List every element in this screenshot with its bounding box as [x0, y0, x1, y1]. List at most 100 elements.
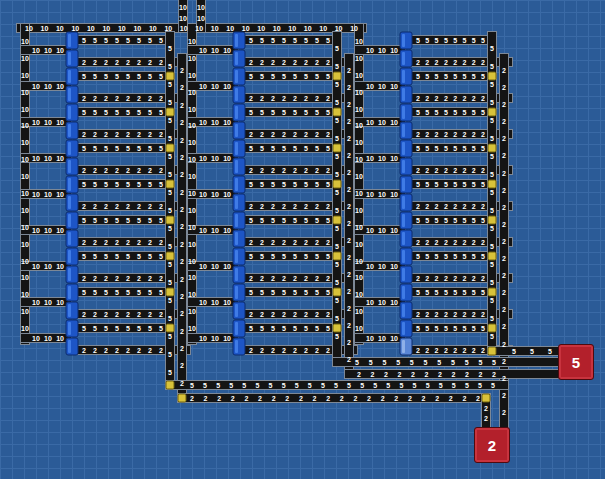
splitter — [400, 302, 412, 319]
conveyor-belt — [188, 24, 197, 345]
conveyor-belt — [333, 32, 342, 367]
belt-count: 5 5 5 5 5 5 5 5 5 5 5 — [355, 358, 496, 367]
conveyor-belt — [74, 252, 175, 261]
conveyor-belt — [74, 288, 175, 297]
belt-count: 10 10 10 — [366, 262, 398, 271]
splitter — [66, 284, 78, 301]
belt-count: 2 2 2 2 2 2 2 2 — [249, 202, 330, 211]
splitter-shine — [235, 286, 238, 299]
belt-count: 5 5 5 5 5 5 5 5 — [416, 144, 485, 153]
splitter-shine — [402, 70, 405, 83]
conveyor-belt — [355, 24, 364, 345]
splitter — [66, 122, 78, 139]
conveyor-belt — [188, 334, 239, 343]
splitter — [66, 50, 78, 67]
splitter — [233, 140, 245, 157]
splitter-shine — [402, 52, 405, 65]
conveyor-belt — [21, 46, 72, 55]
splitter-shine — [68, 88, 71, 101]
junction-block — [333, 180, 341, 188]
conveyor-belt — [188, 46, 239, 55]
splitters — [66, 32, 412, 355]
belt-count: 5 5 5 5 5 5 5 5 — [249, 180, 330, 189]
belt-count: 5 5 5 — [512, 347, 552, 356]
splitter — [66, 338, 78, 355]
splitter-shine — [68, 106, 71, 119]
junction-block — [178, 394, 186, 402]
junction-block — [166, 180, 174, 188]
splitter-shine — [68, 52, 71, 65]
belt-count: 2 2 — [481, 404, 491, 424]
belt-count: 10 10 10 — [199, 334, 231, 343]
conveyor-belt — [241, 252, 342, 261]
belt-count: 10 10 10 — [366, 298, 398, 307]
splitter — [400, 140, 412, 157]
belt-count: 2 2 2 2 2 2 2 2 — [249, 58, 330, 67]
splitter — [400, 68, 412, 85]
splitter-shine — [235, 178, 238, 191]
conveyor-belt — [166, 32, 175, 390]
splitter-shine — [235, 196, 238, 209]
conveyor-belt — [166, 381, 509, 390]
junction-block — [482, 394, 490, 402]
conveyor-belt — [74, 324, 175, 333]
splitter — [66, 176, 78, 193]
splitter-shine — [68, 142, 71, 155]
output-box: 2 — [474, 427, 510, 463]
splitter-shine — [235, 322, 238, 335]
splitter — [233, 104, 245, 121]
belt-count: 2 2 2 2 2 2 2 2 — [416, 274, 485, 283]
conveyor-belt — [408, 288, 497, 297]
junction-block — [166, 324, 174, 332]
splitter — [400, 266, 412, 283]
belt-count: 5 5 5 5 5 5 5 5 — [416, 288, 485, 297]
splitter — [233, 68, 245, 85]
conveyor-belt — [17, 24, 367, 33]
junction-block — [488, 108, 496, 116]
splitter-shine — [235, 124, 238, 137]
belt-count: 2 2 2 2 2 2 2 2 — [82, 58, 163, 67]
splitter — [66, 302, 78, 319]
belt-count: 2 2 2 2 2 2 2 2 — [82, 202, 163, 211]
splitter-shine — [235, 142, 238, 155]
splitter-shine — [68, 340, 71, 353]
conveyor-belt — [408, 216, 497, 225]
splitter — [66, 212, 78, 229]
belt-count: 10 10 10 — [32, 226, 64, 235]
belt-count: 10 10 10 10 10 10 10 10 10 10 10 10 10 1… — [187, 34, 197, 338]
splitter-shine — [68, 124, 71, 137]
belt-count: 2 2 2 2 2 2 2 2 — [249, 238, 330, 247]
belt-count: 2 2 2 2 2 2 2 2 — [249, 166, 330, 175]
conveyor-belt — [74, 180, 175, 189]
belt-count: 5 5 5 5 5 5 5 5 5 5 5 5 5 5 5 5 5 — [332, 40, 342, 346]
belt-count: 2 2 2 2 2 2 2 2 — [249, 310, 330, 319]
splitter-shine — [68, 232, 71, 245]
junction-block — [166, 216, 174, 224]
conveyor-belt — [241, 288, 342, 297]
output-count: 2 — [488, 437, 496, 454]
splitter-shine — [68, 34, 71, 47]
conveyor-belt — [241, 216, 342, 225]
splitter-shine — [402, 124, 405, 137]
conveyor-belt — [345, 54, 354, 379]
junction-block — [166, 252, 174, 260]
belt-count: 2 2 2 2 2 2 2 2 — [249, 346, 330, 355]
belt-count: 5 5 5 5 5 5 5 5 — [416, 324, 485, 333]
belt-count: 5 5 5 5 5 5 5 5 — [416, 108, 485, 117]
splitter — [400, 86, 412, 103]
belt-count: 10 10 10 10 10 10 10 10 10 10 10 10 10 1… — [20, 34, 30, 338]
belt-count: 2 2 2 2 2 2 2 2 — [416, 166, 485, 175]
splitter — [400, 32, 412, 49]
splitter-shine — [235, 232, 238, 245]
conveyor-belt — [21, 334, 72, 343]
belt-count: 10 10 10 — [32, 190, 64, 199]
junction-block — [488, 180, 496, 188]
belt-count: 10 10 10 — [366, 226, 398, 235]
splitter-shine — [235, 34, 238, 47]
conveyor-belt — [21, 24, 30, 345]
splitter — [400, 248, 412, 265]
belt-count: 2 2 2 2 2 2 2 2 — [82, 346, 163, 355]
belt-count: 5 5 5 5 5 5 5 5 — [416, 180, 485, 189]
belt-count: 10 10 10 — [199, 82, 231, 91]
belt-count: 5 5 5 5 5 5 5 5 — [82, 252, 163, 261]
